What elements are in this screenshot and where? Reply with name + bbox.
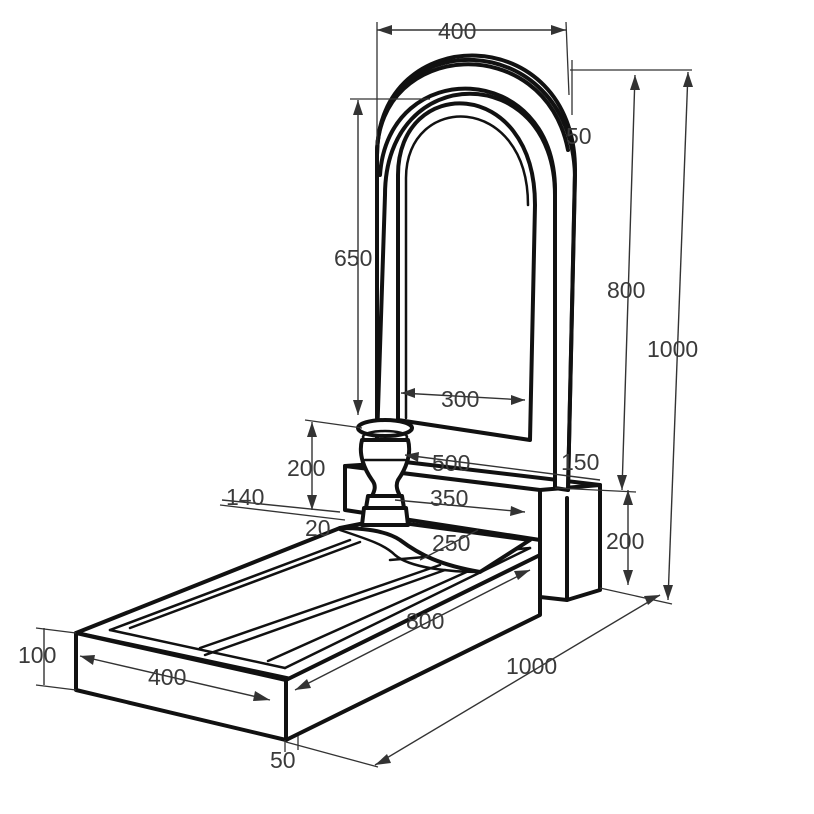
vase — [356, 418, 414, 527]
label-pedestal-length: 500 — [432, 450, 470, 476]
label-border-length: 800 — [406, 608, 444, 634]
label-total-length: 1000 — [506, 653, 557, 679]
dimension-labels: 400 50 650 800 1000 300 200 500 150 140 … — [18, 18, 698, 773]
label-pedestal-depth: 150 — [561, 449, 599, 475]
label-stele-width: 400 — [438, 18, 476, 44]
vase-slab — [338, 518, 532, 574]
label-slab-width: 250 — [432, 530, 470, 556]
label-stele-height: 800 — [607, 277, 645, 303]
label-vase-height: 200 — [287, 455, 325, 481]
label-slab-length: 350 — [430, 485, 468, 511]
dimension-lines — [35, 21, 693, 768]
label-border-width: 400 — [148, 664, 186, 690]
label-slab-gap: 20 — [305, 515, 331, 541]
label-slab-offset: 140 — [226, 484, 264, 510]
label-arch-offset: 50 — [566, 123, 592, 149]
label-border-thickness: 50 — [270, 747, 296, 773]
label-inner-height: 650 — [334, 245, 372, 271]
label-inner-width: 300 — [441, 386, 479, 412]
label-total-height: 1000 — [647, 336, 698, 362]
label-pedestal-height: 200 — [606, 528, 644, 554]
label-border-height: 100 — [18, 642, 56, 668]
